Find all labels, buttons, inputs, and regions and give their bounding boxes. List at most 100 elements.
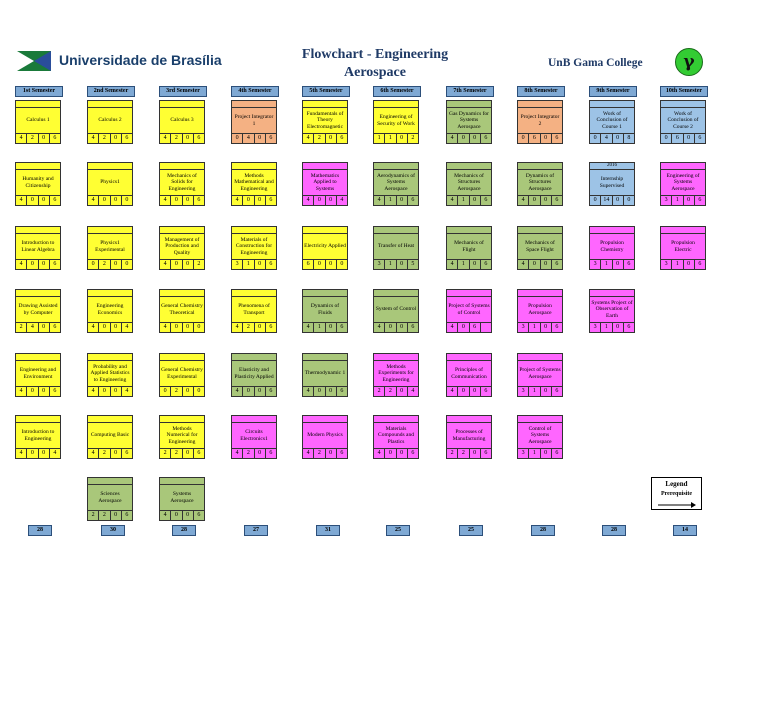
credit-cell: 0 bbox=[171, 196, 183, 205]
course-box: Materials of Construction for Engineerin… bbox=[231, 226, 277, 270]
credit-cell: 3 bbox=[518, 323, 530, 332]
credit-cell: 0 bbox=[470, 260, 481, 269]
credit-cell: 6 bbox=[484, 135, 488, 141]
credit-cell: 6 bbox=[53, 261, 57, 267]
credit-cell: 0 bbox=[661, 134, 673, 143]
course-name: Physics1 bbox=[100, 179, 120, 186]
credit-cell: 2 bbox=[385, 387, 397, 396]
credit-cell: 4 bbox=[16, 387, 28, 396]
credit-cell: 6 bbox=[53, 324, 57, 330]
course-name: Project of Systems of Control bbox=[448, 303, 490, 316]
course-header bbox=[374, 354, 418, 361]
credit-cell: 0 bbox=[326, 449, 337, 458]
course-header bbox=[447, 163, 491, 170]
credit-cell: 4 bbox=[88, 196, 100, 205]
credit-cell: 2 bbox=[197, 261, 201, 267]
credit-cell: 0 bbox=[111, 449, 122, 458]
credit-cell: 6 bbox=[197, 512, 201, 518]
credit-cell: 2 bbox=[411, 135, 415, 141]
course-header: 2016 bbox=[590, 163, 634, 170]
course-name: Propulsion Chemistry bbox=[600, 240, 624, 253]
credit-cell: 6 bbox=[627, 324, 631, 330]
semester-credit-total: 28 bbox=[531, 525, 555, 536]
credit-cell: 0 bbox=[125, 261, 129, 267]
credit-cell: 0 bbox=[470, 387, 481, 396]
credit-cell: 0 bbox=[125, 197, 129, 203]
credit-cell: 6 bbox=[269, 324, 273, 330]
credit-cell: 3 bbox=[590, 323, 602, 332]
course-name: Gas Dynamics for Systems Aerospace bbox=[448, 110, 490, 130]
credit-cell: 6 bbox=[197, 197, 201, 203]
course-name: Dynamics of Fluids bbox=[310, 303, 340, 316]
credit-cell: 2 bbox=[88, 511, 100, 520]
course-name: Calculus 3 bbox=[170, 117, 194, 124]
credit-cell: 6 bbox=[627, 261, 631, 267]
credit-cell: 4 bbox=[53, 450, 57, 456]
credit-cell: 3 bbox=[661, 196, 673, 205]
semester-header: 3rd Semester bbox=[159, 86, 207, 97]
gamma-logo-icon: γ bbox=[675, 48, 703, 76]
course-name: Electricity Applied bbox=[304, 243, 346, 250]
credit-cell: 2 bbox=[99, 511, 111, 520]
credit-cell: 2 bbox=[314, 449, 326, 458]
course-header bbox=[160, 478, 204, 485]
course-header bbox=[374, 290, 418, 297]
credit-cell: 0 bbox=[27, 260, 39, 269]
course-name: Propulsion Aerospace bbox=[528, 303, 552, 316]
credit-cell: 0 bbox=[171, 323, 183, 332]
legend-label: Prerequisite bbox=[660, 491, 693, 497]
credit-cell: 2 bbox=[27, 134, 39, 143]
credit-cell: 0 bbox=[183, 511, 194, 520]
course-name: Work of Conclusion of Course 2 bbox=[667, 110, 699, 130]
credit-cell: 6 bbox=[269, 261, 273, 267]
credit-cell: 0 bbox=[111, 511, 122, 520]
semester-credit-total: 28 bbox=[28, 525, 52, 536]
course-box: Probability and Applied Statistics to En… bbox=[87, 353, 133, 397]
credit-cell: 1 bbox=[385, 260, 397, 269]
credit-cell: 0 bbox=[39, 387, 50, 396]
credit-cell: 0 bbox=[197, 324, 201, 330]
course-name: Transfer of Heat bbox=[377, 243, 415, 250]
credit-cell: 4 bbox=[232, 323, 244, 332]
semester-header: 4th Semester bbox=[231, 86, 279, 97]
credit-cell: 6 bbox=[698, 261, 702, 267]
course-name: Mathematics Applied to Systems bbox=[310, 172, 340, 192]
credit-cell: 3 bbox=[232, 260, 244, 269]
course-header bbox=[590, 290, 634, 297]
credit-cell: 4 bbox=[27, 323, 39, 332]
page-title: Flowchart - Engineering Aerospace bbox=[270, 46, 480, 82]
credit-cell: 6 bbox=[529, 134, 541, 143]
